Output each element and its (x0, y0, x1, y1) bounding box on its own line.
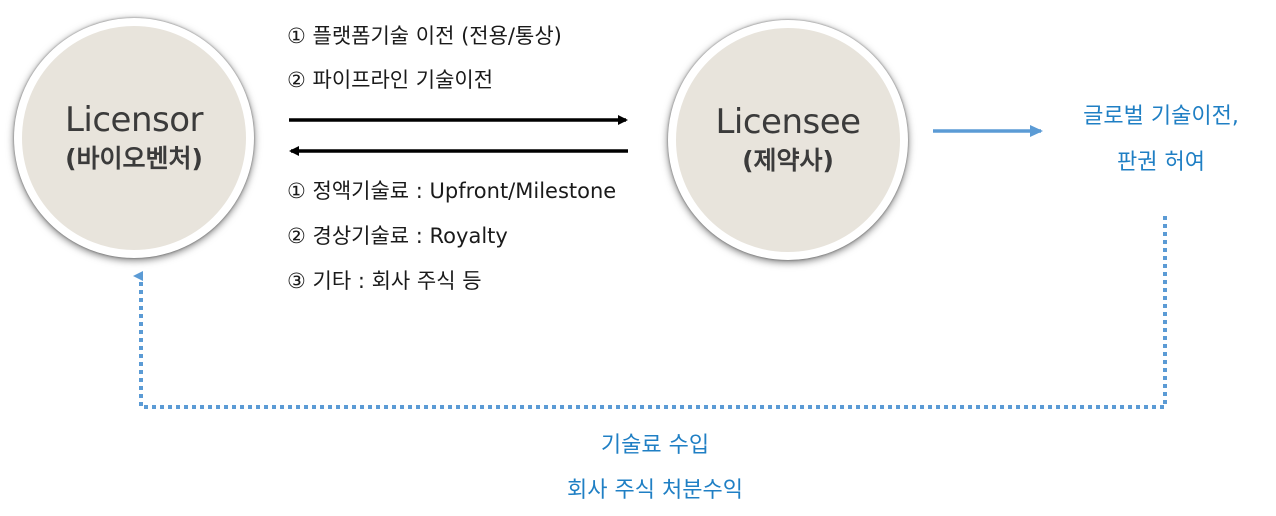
global-transfer-line1: 글로벌 기술이전, (1083, 104, 1239, 129)
payment-item: ① 정액기술료 : Upfront/Milestone (287, 179, 617, 203)
return-flow-dotted-arrow (133, 216, 1167, 409)
licensor-title: Licensor (64, 100, 204, 140)
payment-item: ② 경상기술료 : Royalty (287, 224, 508, 248)
transfer-item: ② 파이프라인 기술이전 (287, 68, 494, 92)
licensee-circle: Licensee (제약사) (668, 20, 908, 260)
payment-item: ③ 기타 : 회사 주식 등 (287, 269, 482, 293)
global-transfer-line2: 판권 허여 (1117, 150, 1205, 175)
returns-line1: 기술료 수입 (600, 433, 710, 458)
licensor-subtitle: (바이오벤처) (65, 144, 203, 173)
transfer-item: ① 플랫폼기술 이전 (전용/통상) (287, 24, 562, 48)
licensor-circle: Licensor (바이오벤처) (14, 18, 254, 258)
licensee-title: Licensee (715, 102, 861, 142)
returns-line2: 회사 주식 처분수익 (567, 478, 743, 503)
licensee-subtitle: (제약사) (742, 146, 834, 175)
